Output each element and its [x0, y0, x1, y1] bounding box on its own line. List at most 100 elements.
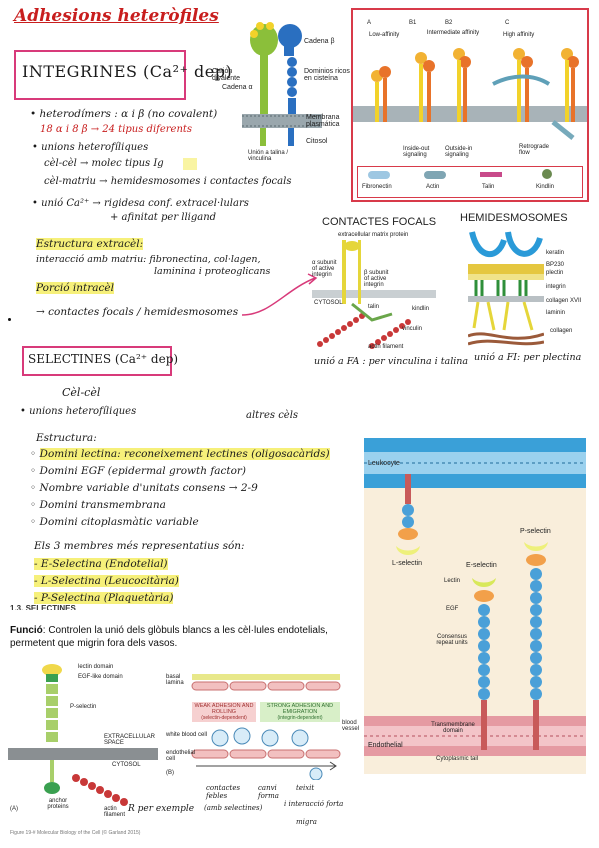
member-l-text: - L-Selectina (Leucocitària) [34, 575, 179, 587]
fa-panel: (A) [10, 806, 18, 812]
selectin-bullet-5: ◦ Domini citoplasmàtic variable [30, 516, 199, 528]
sel-lectin: Lectin [444, 578, 461, 584]
bullet-dot [8, 318, 11, 321]
integrin-note-1: • heterodímers : α i β (no covalent) [30, 108, 218, 120]
selectines-structure: Estructura: [36, 432, 97, 444]
sel-leukocyte: Leukocyte [368, 460, 400, 467]
legend-talin-swatch [480, 172, 502, 177]
fa-cytosol: CYTOSOL [112, 762, 141, 768]
hemi-label-bp230: BP230 [546, 262, 565, 268]
fig-cadena-b: Cadena β [304, 38, 335, 45]
selectin-bullets: ◦ Domini lectina: reconeixement lectines… [30, 446, 330, 531]
legend-kindlin: Kindlin [536, 184, 555, 190]
fb-weak-sub: (selectin-dependent) [201, 715, 247, 721]
integrin-structure-figure: Catión divalente Cadena α Cadena β Domin… [212, 10, 350, 162]
fa-actin: actin filament [104, 806, 126, 818]
fig-cadena-a: Cadena α [222, 84, 253, 91]
fb-endo: endothelial cell [166, 750, 196, 762]
fb-strong-sub: (integrin-dependent) [277, 715, 323, 721]
fa-credit: Figure 19-# Molecular Biology of the Cel… [10, 830, 141, 836]
integrin-note-7: + afinitat per lligand [110, 212, 217, 223]
affinity-svg [353, 48, 587, 140]
selectin-bullet-1-text: Domini lectina: reconeixement lectines (… [39, 448, 330, 460]
fb-hw5: migra [296, 818, 317, 826]
member-e-text: - E-Selectina (Endotelial) [34, 558, 168, 570]
focal-label-ecm: extracellular matrix protein [338, 232, 409, 238]
hemi-label-integrin: integrin [546, 284, 566, 290]
fa-egf: EGF-like domain [78, 674, 123, 680]
arrow-to-focal-icon [241, 273, 318, 316]
aff-label-b1: B1 [409, 20, 417, 26]
ig-highlight [183, 158, 197, 170]
focal-label-alpha: α subunit of active integrin [312, 260, 337, 278]
bottom-figure-a: lectin domain EGF-like domain P-selectin… [8, 660, 158, 840]
cut-heading: 1.3. SELECTINES [10, 604, 76, 610]
fig-bottom: Unión a talina / vinculina [248, 150, 289, 162]
aff-legend: Fibronectin Actin Talin Kindlin [357, 166, 583, 198]
integrin-structure-title: Estructura extracèl: [36, 238, 144, 250]
hemi-label-col17: collagen XVII [546, 298, 582, 304]
sel-consensus: Consensus repeat units [436, 634, 468, 646]
fb-vessel: blood vessel [342, 720, 360, 732]
contactes-focals-note: unió a FA : per vinculina i talina [314, 356, 469, 367]
legend-fibronectin: Fibronectin [362, 184, 392, 190]
integrin-intracel: Porció intracèl [36, 282, 114, 294]
fb-hw1b: (amb selectines) [204, 804, 263, 812]
contactes-focals-figure: extracellular matrix protein α subunit o… [312, 232, 436, 352]
aff-sig-inside: Inside-out signaling [403, 146, 430, 158]
integrin-note-5: cèl-matriu → hemidesmosomes i contactes … [44, 176, 292, 187]
selectines-heading-box [22, 346, 172, 376]
fig-domains: Dominios ricos en cisteína [304, 68, 350, 82]
selectin-svg [364, 438, 586, 756]
integrin-contact-line: → contactes focals / hemidesmosomes [36, 306, 239, 318]
aff-sig-retro: Retrograde flow [519, 144, 550, 156]
hemi-label-plectin: plectin [546, 270, 564, 276]
integrines-heading-box [14, 50, 186, 100]
hemi-label-keratin: keratin [546, 250, 565, 256]
member-p-text: - P-Selectina (Plaquetària) [34, 592, 174, 604]
fig-cation: Catión divalente [212, 68, 241, 82]
legend-talin: Talin [482, 184, 495, 190]
fb-rpera: R per exemple [128, 804, 195, 814]
fig-a-svg [8, 664, 158, 806]
selectines-cel: Cèl-cèl [62, 386, 101, 399]
selectin-bullet-2-text: Domini EGF (epidermal growth factor) [39, 465, 247, 477]
legend-actin: Actin [426, 184, 440, 190]
legend-kindlin-swatch [542, 169, 552, 179]
hemidesmosomes-note: unió a FI: per plectina [474, 352, 582, 363]
integrin-note-3: • unions heterofíliques [32, 142, 149, 153]
aff-state-int: Intermediate affinity [426, 30, 480, 36]
fig-membrane: Membrana plasmática [306, 114, 340, 128]
fa-pselectin: P-selectin [70, 704, 97, 710]
integrin-structure-line2: laminina i proteoglicans [154, 266, 271, 277]
sel-egf: EGF [446, 606, 459, 612]
funcio-text: : Controlen la unió dels glòbuls blancs … [10, 625, 328, 649]
member-p: - P-Selectina (Plaquetària) [34, 590, 179, 607]
focal-svg [312, 240, 436, 349]
aff-state-high: High affinity [503, 32, 535, 38]
selectin-bullet-2: ◦ Domini EGF (epidermal growth factor) [30, 465, 247, 477]
selectines-other-cells: altres cèls [246, 410, 299, 421]
focal-label-talin: talin [368, 304, 380, 310]
funcio-paragraph: Funció: Controlen la unió dels glòbuls b… [10, 624, 340, 650]
page-title: Adhesions heteròfiles [14, 6, 219, 26]
fa-lectin: lectin domain [78, 664, 114, 670]
member-l: - L-Selectina (Leucocitària) [34, 573, 179, 590]
integrin-note-4: cèl-cèl → molec tipus Ig [44, 158, 164, 169]
selectines-heading: SELECTINES (Ca²⁺ dep) [28, 352, 179, 366]
selectin-bullet-5-text: Domini citoplasmàtic variable [39, 516, 199, 528]
selectines-heterophilic: • unions heterofíliques [20, 406, 137, 417]
fa-anchor: anchor proteins [47, 798, 69, 810]
integrin-note-6: • unió Ca²⁺ → rigidesa conf. extracel·lu… [32, 198, 249, 209]
focal-label-actin: actin filament [368, 344, 404, 350]
integrin-note-4-text: cèl-cèl → molec tipus Ig [44, 158, 164, 169]
legend-fibronectin-swatch [368, 171, 390, 179]
sel-transmembrane: Transmembrane domain [431, 722, 475, 734]
integrin-structure-title-text: Estructura extracèl: [36, 238, 144, 250]
funcio-label: Funció [10, 625, 43, 636]
contactes-focals-title: CONTACTES FOCALS [322, 216, 437, 228]
aff-state-low: Low-affinity [369, 32, 400, 38]
fb-basal: basal lamina [166, 674, 184, 686]
sel-l-selectin: L-selectin [392, 560, 422, 567]
fa-extra: EXTRACELLULAR SPACE [104, 734, 156, 746]
